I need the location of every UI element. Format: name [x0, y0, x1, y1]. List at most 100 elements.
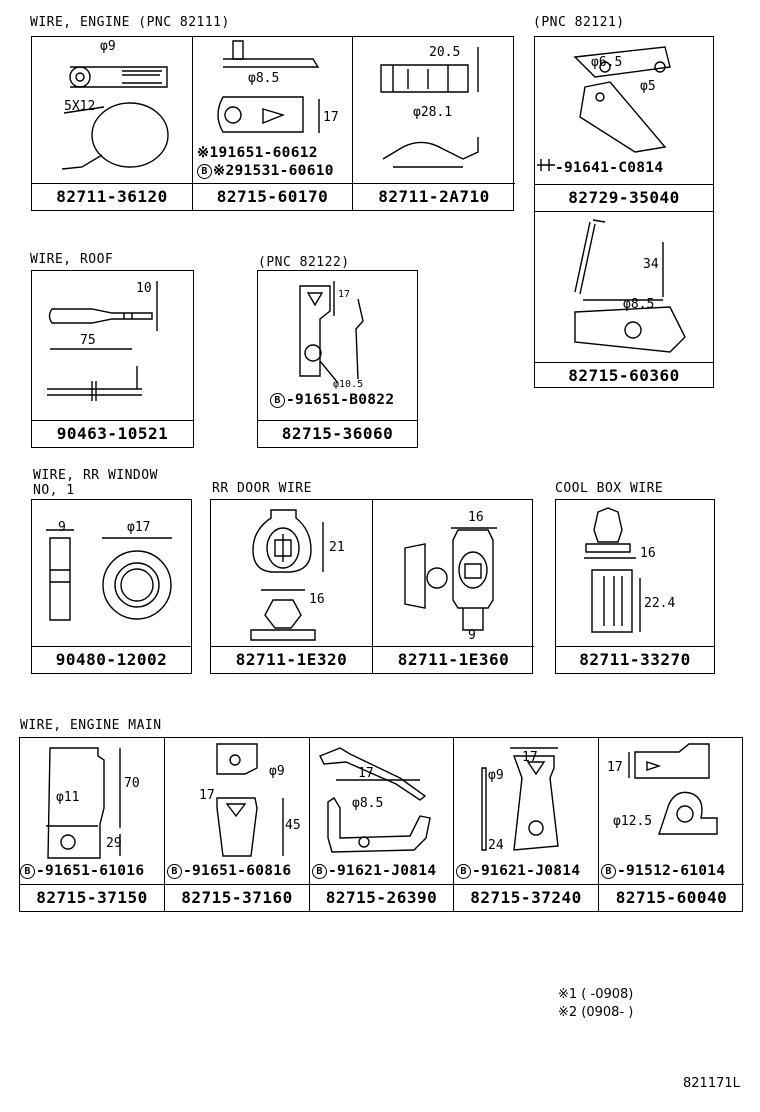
group-cool-box-wire: 16 22.4 82711-33270	[555, 499, 715, 674]
dim-45: 45	[285, 818, 301, 833]
dim-9: 9	[468, 628, 476, 643]
bracket-drawing	[628, 743, 718, 835]
clip-drawing	[250, 509, 324, 641]
dim-75: 75	[80, 333, 96, 348]
subpart-label: -91641-C0814	[555, 160, 664, 176]
dim-29: 29	[106, 836, 122, 851]
group-wire-engine-main: 70 φ11 29 B-91651-61016 82715-37150 φ9 1…	[19, 737, 744, 912]
subpart-label: B-91651-60816	[167, 863, 291, 879]
part-number: 82729-35040	[535, 184, 713, 211]
part-number: 82715-60170	[193, 183, 352, 210]
group-wire-engine: φ9 5X12 82711-36120 φ8.5 17 ※191651-6061…	[31, 36, 515, 211]
dim-phi9: φ9	[100, 39, 116, 54]
subpart-label: B-91651-61016	[20, 863, 144, 879]
dim-34: 34	[643, 257, 659, 272]
part-number: 82715-60360	[535, 362, 713, 389]
bracket-drawing	[537, 46, 671, 171]
part-number: 90463-10521	[32, 420, 193, 447]
cell-82715-60040[interactable]: 17 φ12.5 B-91512-61014 82715-60040	[599, 738, 744, 911]
dim-phi5: φ5	[640, 79, 656, 94]
subpart-label: B-91651-B0822	[270, 392, 394, 408]
bracket-drawing	[46, 747, 121, 859]
cell-82715-37160[interactable]: φ9 17 45 B-91651-60816 82715-37160	[165, 738, 310, 911]
dim-phi8-5: φ8.5	[623, 297, 655, 312]
part-number: 82711-2A710	[353, 183, 515, 210]
dim-phi8-5: φ8.5	[352, 796, 384, 811]
dim-5x12: 5X12	[64, 99, 96, 114]
clip-drawing	[584, 507, 641, 633]
subpart-label: ※191651-60612	[197, 145, 318, 161]
cell-82715-60360[interactable]: 34 φ8.5 82715-60360	[535, 212, 713, 389]
part-number: 82711-33270	[556, 646, 714, 673]
part-number: 82715-37150	[20, 884, 164, 911]
dim-16: 16	[309, 592, 325, 607]
section-label-wire-engine: WIRE, ENGINE (PNC 82111)	[30, 15, 230, 30]
section-label-wire-rr-window: WIRE, RR WINDOW	[33, 468, 158, 483]
dim-phi9: φ9	[488, 768, 504, 783]
section-label-pnc-82121: (PNC 82121)	[533, 15, 625, 30]
dim-phi8-5: φ8.5	[248, 71, 280, 86]
bracket-drawing	[299, 281, 364, 384]
bracket-drawing	[319, 747, 431, 853]
dim-17: 17	[522, 750, 538, 765]
group-wire-roof: 10 75 90463-10521	[31, 270, 194, 448]
dim-70: 70	[124, 776, 140, 791]
part-number: 90480-12002	[32, 646, 191, 673]
clamp-drawing	[61, 66, 169, 170]
cell-82711-36120[interactable]: φ9 5X12 82711-36120	[32, 37, 193, 210]
subpart-label: B-91621-J0814	[456, 863, 580, 879]
clip-drawing	[404, 527, 497, 631]
section-label-cool-box-wire: COOL BOX WIRE	[555, 481, 664, 496]
section-label-pnc-82122: (PNC 82122)	[258, 255, 350, 270]
dim-21: 21	[329, 540, 345, 555]
part-number: 82711-36120	[32, 183, 192, 210]
cell-82715-36060[interactable]: 17 φ10.5 B-91651-B0822 82715-36060	[258, 271, 417, 447]
cell-82715-26390[interactable]: 17 φ8.5 B-91621-J0814 82715-26390	[310, 738, 454, 911]
cell-82715-60170[interactable]: φ8.5 17 ※191651-60612 B※291531-60610 827…	[193, 37, 353, 210]
cell-82711-1E320[interactable]: 21 16 82711-1E320	[211, 500, 373, 673]
dim-phi17: φ17	[127, 520, 151, 535]
footnote-1: ※1 ( -0908)	[558, 987, 634, 1002]
group-pnc-82121: φ6.5 φ5 -91641-C0814 82729-35040 34 φ8.5…	[534, 36, 714, 388]
cell-82729-35040[interactable]: φ6.5 φ5 -91641-C0814 82729-35040	[535, 37, 713, 212]
cell-90463-10521[interactable]: 10 75 90463-10521	[32, 271, 193, 447]
subpart-label: B※291531-60610	[197, 163, 334, 179]
part-number: 82715-60040	[599, 884, 744, 911]
group-pnc-82122: 17 φ10.5 B-91651-B0822 82715-36060	[257, 270, 418, 448]
dim-17: 17	[323, 110, 339, 125]
part-number: 82711-1E320	[211, 646, 372, 673]
bracket-drawing	[217, 40, 320, 133]
cell-90480-12002[interactable]: 9 φ17 90480-12002	[32, 500, 191, 673]
section-label-wire-rr-window-no1: NO, 1	[33, 483, 75, 498]
wire-clip-drawing	[380, 47, 479, 168]
subpart-label: B-91621-J0814	[312, 863, 436, 879]
dim-phi6-5: φ6.5	[591, 55, 623, 70]
clip-drawing	[47, 281, 158, 401]
bracket-drawing	[216, 743, 284, 857]
part-number: 82715-37160	[165, 884, 309, 911]
dim-17: 17	[607, 760, 623, 775]
section-label-wire-engine-main: WIRE, ENGINE MAIN	[20, 718, 162, 733]
cell-82711-1E360[interactable]: 16 9 82711-1E360	[373, 500, 534, 673]
group-rr-door-wire: 21 16 82711-1E320 16 9 82711-1E360	[210, 499, 534, 674]
part-number: 82711-1E360	[373, 646, 534, 673]
cell-82711-2A710[interactable]: 20.5 φ28.1 82711-2A710	[353, 37, 515, 210]
dim-17: 17	[199, 788, 215, 803]
section-label-rr-door-wire: RR DOOR WIRE	[212, 481, 312, 496]
dim-9: 9	[58, 520, 66, 535]
figure-id: 821171L	[683, 1076, 740, 1091]
dim-phi28-1: φ28.1	[413, 105, 453, 120]
dim-16: 16	[640, 546, 656, 561]
grommet-drawing	[46, 529, 172, 621]
dim-phi11: φ11	[56, 790, 80, 805]
cell-82711-33270[interactable]: 16 22.4 82711-33270	[556, 500, 714, 673]
cell-82715-37240[interactable]: 17 φ9 24 B-91621-J0814 82715-37240	[454, 738, 599, 911]
cell-82715-37150[interactable]: 70 φ11 29 B-91651-61016 82715-37150	[20, 738, 165, 911]
dim-17: 17	[338, 289, 351, 300]
footnote-2: ※2 (0908- )	[558, 1005, 634, 1020]
dim-17: 17	[358, 766, 374, 781]
dim-22-4: 22.4	[644, 596, 676, 611]
section-label-wire-roof: WIRE, ROOF	[30, 252, 114, 267]
dim-phi10-5: φ10.5	[333, 379, 364, 390]
part-number: 82715-26390	[310, 884, 453, 911]
